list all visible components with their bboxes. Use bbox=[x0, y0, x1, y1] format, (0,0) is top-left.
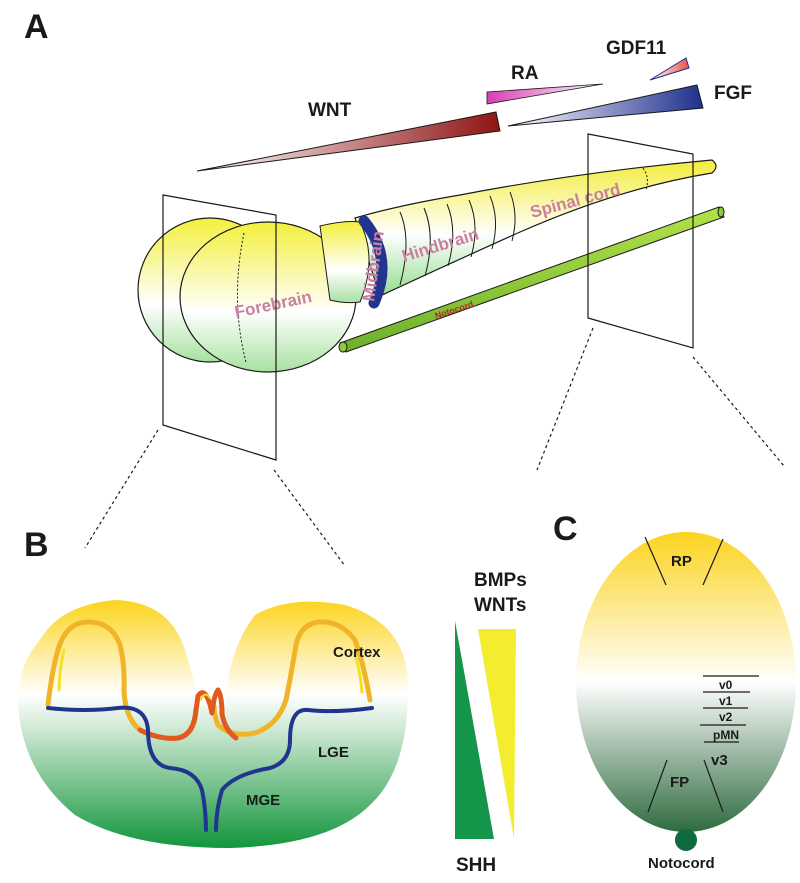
mge-label: MGE bbox=[246, 792, 280, 809]
ventricle-outline bbox=[45, 619, 374, 832]
roof-plate-label: RP bbox=[671, 553, 692, 570]
gdf11-gradient bbox=[649, 57, 690, 81]
lge-label: LGE bbox=[318, 744, 349, 761]
ra-label: RA bbox=[511, 63, 539, 84]
ra-gradient bbox=[486, 83, 604, 105]
neural-tube-body bbox=[354, 159, 717, 297]
domain-v2-label: v2 bbox=[719, 710, 733, 724]
domain-pmn-label: pMN bbox=[713, 728, 739, 742]
domain-v0-label: v0 bbox=[719, 678, 733, 692]
midbrain-body bbox=[319, 221, 370, 304]
wnt-label: WNT bbox=[308, 100, 352, 121]
midbrain-hindbrain-boundary bbox=[358, 215, 388, 309]
panel-label-c: C bbox=[553, 510, 578, 548]
wnt-gradient bbox=[196, 111, 501, 172]
roof-plate-boundaries bbox=[644, 536, 724, 586]
floor-plate-label: FP bbox=[670, 774, 689, 791]
fgf-gradient bbox=[507, 84, 704, 127]
notochord-rod bbox=[338, 206, 725, 353]
hindbrain-segments bbox=[399, 167, 648, 286]
notochord-dot bbox=[675, 829, 697, 851]
wnts-label: WNTs bbox=[474, 595, 526, 616]
bmp-wnt-gradient-triangle bbox=[478, 629, 516, 839]
domain-boundaries bbox=[700, 675, 759, 743]
spinal-cord-cross-section bbox=[576, 532, 796, 832]
forebrain-cross-section bbox=[18, 600, 409, 848]
domain-v1-label: v1 bbox=[719, 694, 733, 708]
panel-label-b: B bbox=[24, 526, 49, 564]
floor-plate-boundaries bbox=[647, 759, 724, 813]
gdf11-label: GDF11 bbox=[606, 38, 667, 59]
fgf-label: FGF bbox=[714, 83, 752, 104]
projection-lines bbox=[84, 327, 785, 567]
domain-v3-label: v3 bbox=[711, 752, 728, 769]
bmps-label: BMPs bbox=[474, 570, 527, 591]
shh-gradient-triangle bbox=[455, 621, 494, 839]
notochord-label: Notocord bbox=[648, 855, 715, 872]
spinal-section-plane bbox=[587, 133, 694, 349]
panel-label-a: A bbox=[24, 8, 49, 46]
shh-label: SHH bbox=[456, 855, 496, 876]
cortex-label: Cortex bbox=[333, 644, 381, 661]
forebrain-section-plane bbox=[162, 194, 277, 461]
